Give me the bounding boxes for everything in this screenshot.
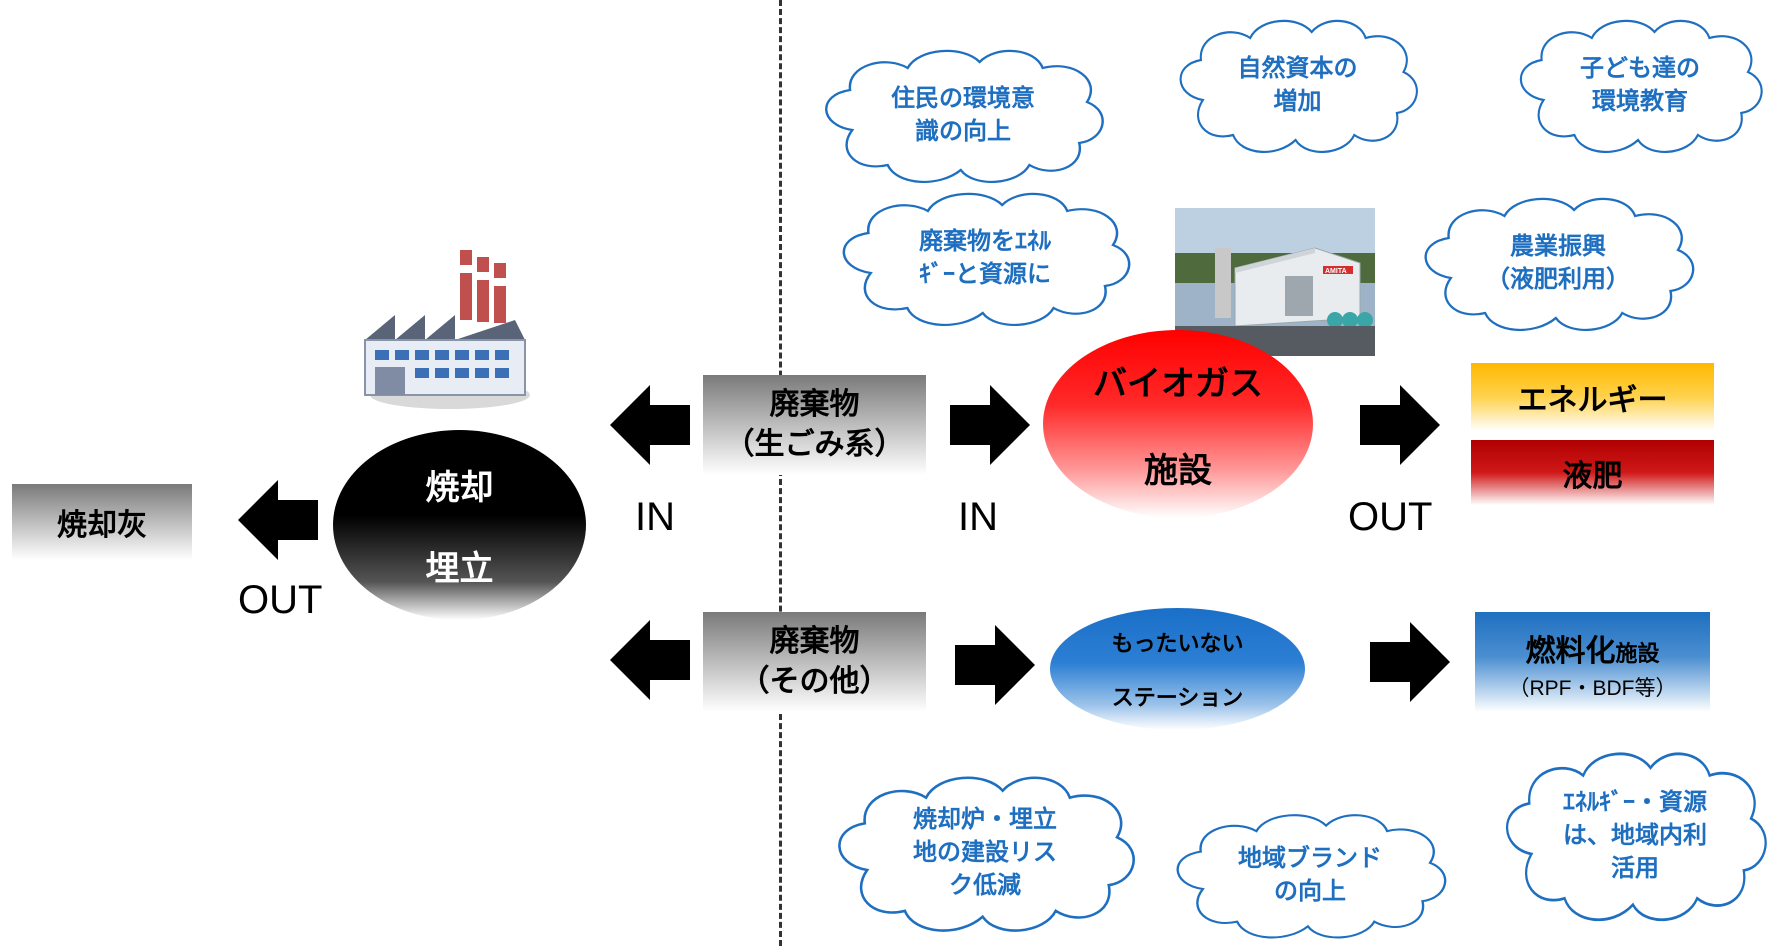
incineration-landfill-ellipse: 焼却 埋立 xyxy=(333,430,586,620)
waste-food-sublabel: （生ごみ系） xyxy=(724,427,905,462)
arrow-right-to-biogas xyxy=(950,385,1030,465)
mottainai-label: もったいない xyxy=(1111,632,1244,657)
cloud-text: 自然資本の 増加 xyxy=(1237,54,1358,115)
factory-icon xyxy=(355,245,545,415)
out-label-left: OUT xyxy=(238,578,323,622)
in-label-center: IN xyxy=(958,495,998,539)
incineration-ash-box: 焼却灰 xyxy=(12,484,192,560)
cloud-text: 焼却炉・埋立 地の建設リス ク低減 xyxy=(913,805,1057,899)
arrow-left-food-waste xyxy=(610,385,690,465)
arrow-right-to-fuel xyxy=(1370,622,1450,702)
cloud-text: 廃棄物をｴﾈﾙ ｷﾞｰと資源に xyxy=(919,227,1051,288)
arrow-right-to-mottainai xyxy=(955,625,1035,705)
fuel-label: 燃料化 xyxy=(1525,634,1616,669)
fuel-facility-box: 燃料化施設 （RPF・BDF等） xyxy=(1475,612,1710,712)
fuel-suffix-label: 施設 xyxy=(1615,642,1660,667)
landfill-label: 埋立 xyxy=(425,549,494,589)
fuel-note: （RPF・BDF等） xyxy=(1508,677,1677,700)
biogas-sublabel: 施設 xyxy=(1144,451,1212,491)
out-label-right: OUT xyxy=(1348,495,1433,539)
cloud-text: ｴﾈﾙｷﾞｰ・資源 は、地域内利 活用 xyxy=(1563,787,1707,882)
cloud-text: 子ども達の 環境教育 xyxy=(1580,54,1700,115)
cloud-text: 農業振興 （液肥利用） xyxy=(1486,232,1630,293)
photo-sign-text: AMITA xyxy=(1325,268,1347,275)
arrow-right-to-outputs xyxy=(1360,385,1440,465)
liquid-fertilizer-box: 液肥 xyxy=(1471,440,1714,505)
cloud-risk-reduction: 焼却炉・埋立 地の建設リス ク低減 xyxy=(820,765,1150,940)
waste-other-label: 廃棄物 xyxy=(769,624,860,659)
energy-label: エネルギー xyxy=(1517,383,1668,418)
cloud-waste-to-energy: 廃棄物をｴﾈﾙ ｷﾞｰと資源に xyxy=(825,183,1145,333)
cloud-regional-brand: 地域ブランド の向上 xyxy=(1160,805,1460,945)
cloud-natural-capital: 自然資本の 増加 xyxy=(1165,10,1430,160)
cloud-text: 住民の環境意 識の向上 xyxy=(891,84,1035,145)
liquid-fertilizer-label: 液肥 xyxy=(1562,458,1623,494)
cloud-children-education: 子ども達の 環境教育 xyxy=(1505,10,1775,160)
biogas-label: バイオガス xyxy=(1093,364,1263,404)
biogas-facility-photo: AMITA xyxy=(1175,208,1375,356)
cloud-local-use: ｴﾈﾙｷﾞｰ・資源 は、地域内利 活用 xyxy=(1490,740,1780,930)
arrow-left-to-ash xyxy=(238,480,318,560)
cloud-resident-awareness: 住民の環境意 識の向上 xyxy=(808,40,1118,190)
waste-food-label: 廃棄物 xyxy=(769,387,860,422)
cloud-text: 地域ブランド の向上 xyxy=(1238,844,1382,905)
incineration-label: 焼却 xyxy=(425,468,494,508)
incineration-ash-label: 焼却灰 xyxy=(57,508,147,543)
in-label-left: IN xyxy=(635,495,675,539)
cloud-agriculture: 農業振興 （液肥利用） xyxy=(1408,188,1708,338)
waste-food-box: 廃棄物 （生ごみ系） xyxy=(703,375,926,475)
waste-other-sublabel: （その他） xyxy=(739,664,890,699)
mottainai-sublabel: ステーション xyxy=(1111,686,1244,711)
waste-other-box: 廃棄物 （その他） xyxy=(703,612,926,712)
arrow-left-other-waste xyxy=(610,620,690,700)
energy-box: エネルギー xyxy=(1471,363,1714,431)
mottainai-station-ellipse: もったいない ステーション xyxy=(1050,608,1305,730)
biogas-facility-ellipse: バイオガス 施設 xyxy=(1043,330,1313,518)
